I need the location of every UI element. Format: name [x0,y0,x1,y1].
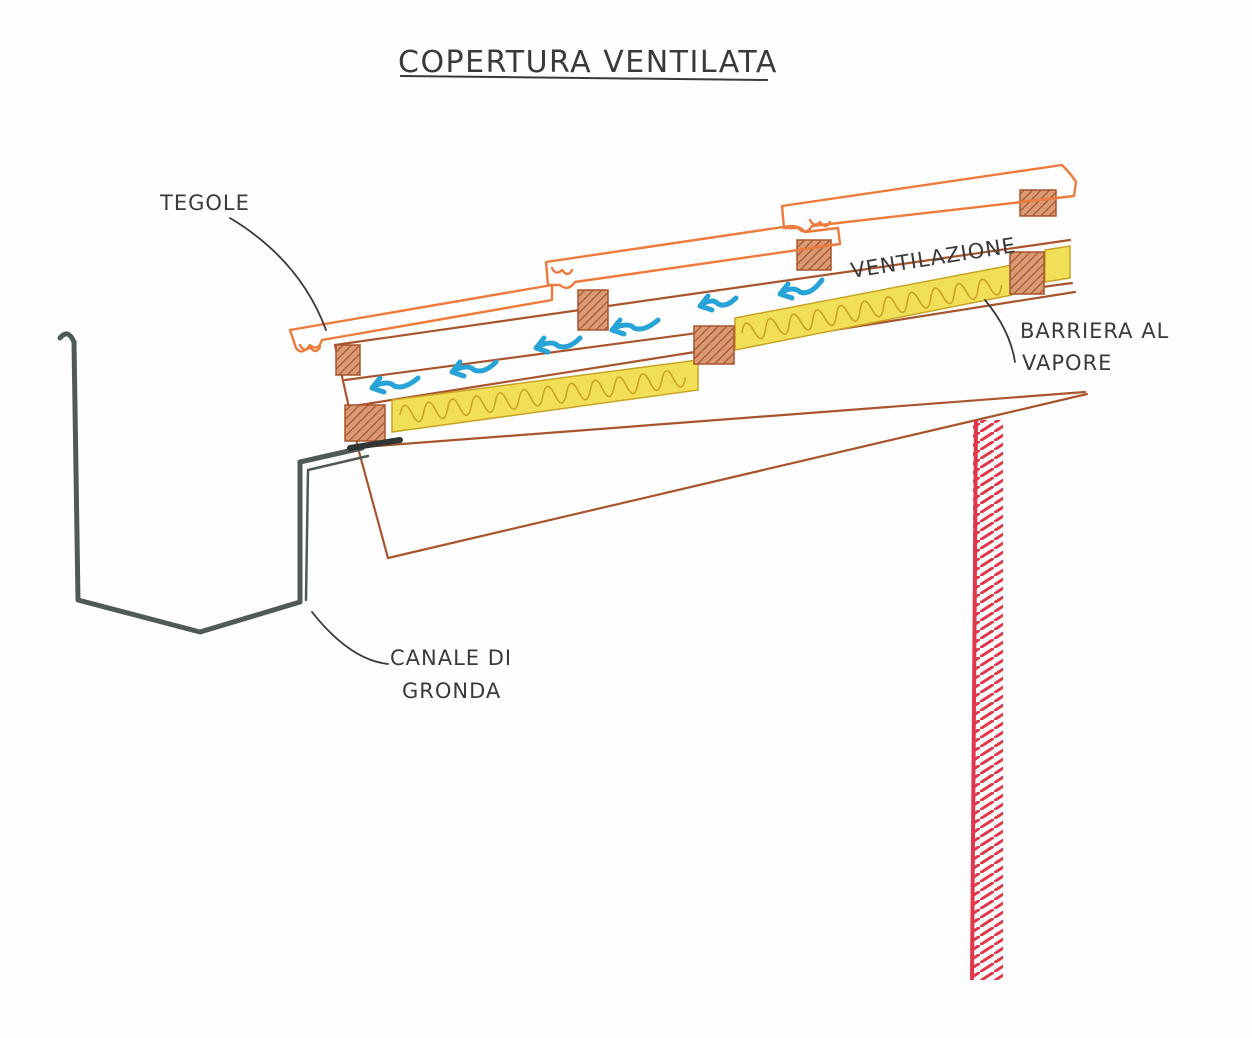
arrow-icon [609,317,661,337]
tile-1-lip [298,343,322,353]
timber-block [335,344,361,376]
timber-block [693,325,735,365]
arrow-icon [697,293,739,313]
gutter-inner-edge [304,454,370,602]
timber-block [344,404,386,442]
airflow-arrows [369,277,825,395]
title-underline [399,75,769,81]
roof-tiles [288,163,1078,353]
wall-edge [970,419,978,981]
wall [970,419,1003,981]
tile-1 [288,283,554,353]
timber-blocks [335,189,1057,442]
tile-2 [544,224,842,290]
leader-vapor-barrier [984,299,1016,363]
rafter-bottom-right [983,392,1089,420]
insulation-coil-left [399,370,687,423]
insulation-band-right [734,264,1013,351]
diagram-title: COPERTURA VENTILATA [398,45,778,80]
deck-line [348,390,1087,450]
insulation-band-left [391,359,699,433]
arrow-icon [533,335,583,355]
tile-3-lip [808,218,832,228]
gutter-bracket [347,437,403,451]
timber-block [1019,189,1057,217]
insulation-coil-right [741,278,1003,340]
leader-tiles [229,217,327,331]
label-tiles: TEGOLE [159,191,250,215]
gutter-profile [57,331,365,635]
leader-lines [229,217,1016,665]
rafter-end [356,446,390,560]
label-vapor-barrier-1: BARRIERA AL [1020,319,1169,343]
insulation-layer [391,245,1071,433]
arrow-icon [369,375,421,395]
wall-hatch [973,420,1003,980]
timber-block [577,289,609,331]
tile-3 [780,163,1078,233]
insulation-band-end [1044,245,1071,283]
arrow-icon [777,277,825,301]
tile-2-lip [550,266,574,276]
gutter [57,331,403,635]
label-gutter-1: CANALE DI [390,646,512,670]
label-vapor-barrier-2: VAPORE [1022,351,1112,375]
timber-block [1009,251,1045,295]
leader-gutter [311,611,389,665]
rafter-bottom [386,416,987,560]
arrow-icon [449,359,499,379]
label-gutter-2: GRONDA [402,679,501,703]
timber-block [796,239,832,271]
batten-top-line [333,238,1072,347]
